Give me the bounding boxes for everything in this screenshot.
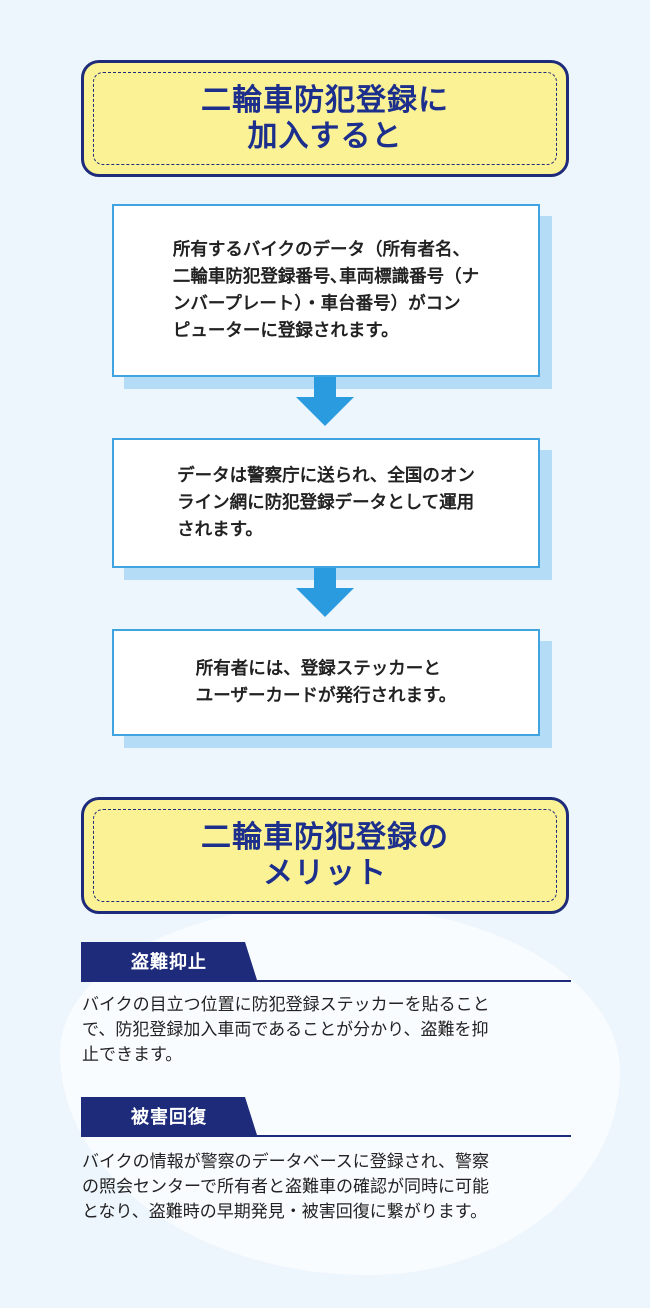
merit-heading: 盗難抑止 (81, 942, 257, 980)
section-title-box: 二輪車防犯登録の メリット (81, 797, 569, 914)
down-arrow-icon (296, 568, 354, 617)
section-title: 二輪車防犯登録に 加入すると (201, 82, 449, 154)
merit-heading-bar: 盗難抑止 (81, 942, 571, 982)
section-title-box: 二輪車防犯登録に 加入すると (81, 60, 569, 177)
merit-heading: 被害回復 (81, 1097, 257, 1135)
step-text-3: 所有者には、登録ステッカーと ユーザーカードが発行されます。 (195, 658, 457, 706)
merit-body: バイクの情報が警察のデータベースに登録され、警察 の照会センターで所有者と盗難車… (82, 1152, 489, 1222)
merit-body: バイクの目立つ位置に防犯登録ステッカーを貼ること で、防犯登録加入車両であること… (82, 995, 490, 1065)
merit-heading-bar: 被害回復 (81, 1097, 571, 1137)
section-title: 二輪車防犯登録の メリット (201, 819, 449, 891)
step-box-2: データは警察庁に送られ、全国のオン ライン網に防犯登録データとして運用 されます… (112, 438, 540, 568)
section-title-inner-border: 二輪車防犯登録に 加入すると (93, 72, 557, 165)
step-text-2: データは警察庁に送られ、全国のオン ライン網に防犯登録データとして運用 されます… (177, 465, 475, 540)
step-box-1: 所有するバイクのデータ（所有者名、 二輪車防犯登録番号､車両標識番号（ナ ンバー… (112, 204, 540, 377)
section-title-inner-border: 二輪車防犯登録の メリット (93, 809, 557, 902)
down-arrow-icon (296, 377, 354, 426)
step-box-3: 所有者には、登録ステッカーと ユーザーカードが発行されます。 (112, 629, 540, 736)
step-text-1: 所有するバイクのデータ（所有者名、 二輪車防犯登録番号､車両標識番号（ナ ンバー… (172, 239, 480, 341)
